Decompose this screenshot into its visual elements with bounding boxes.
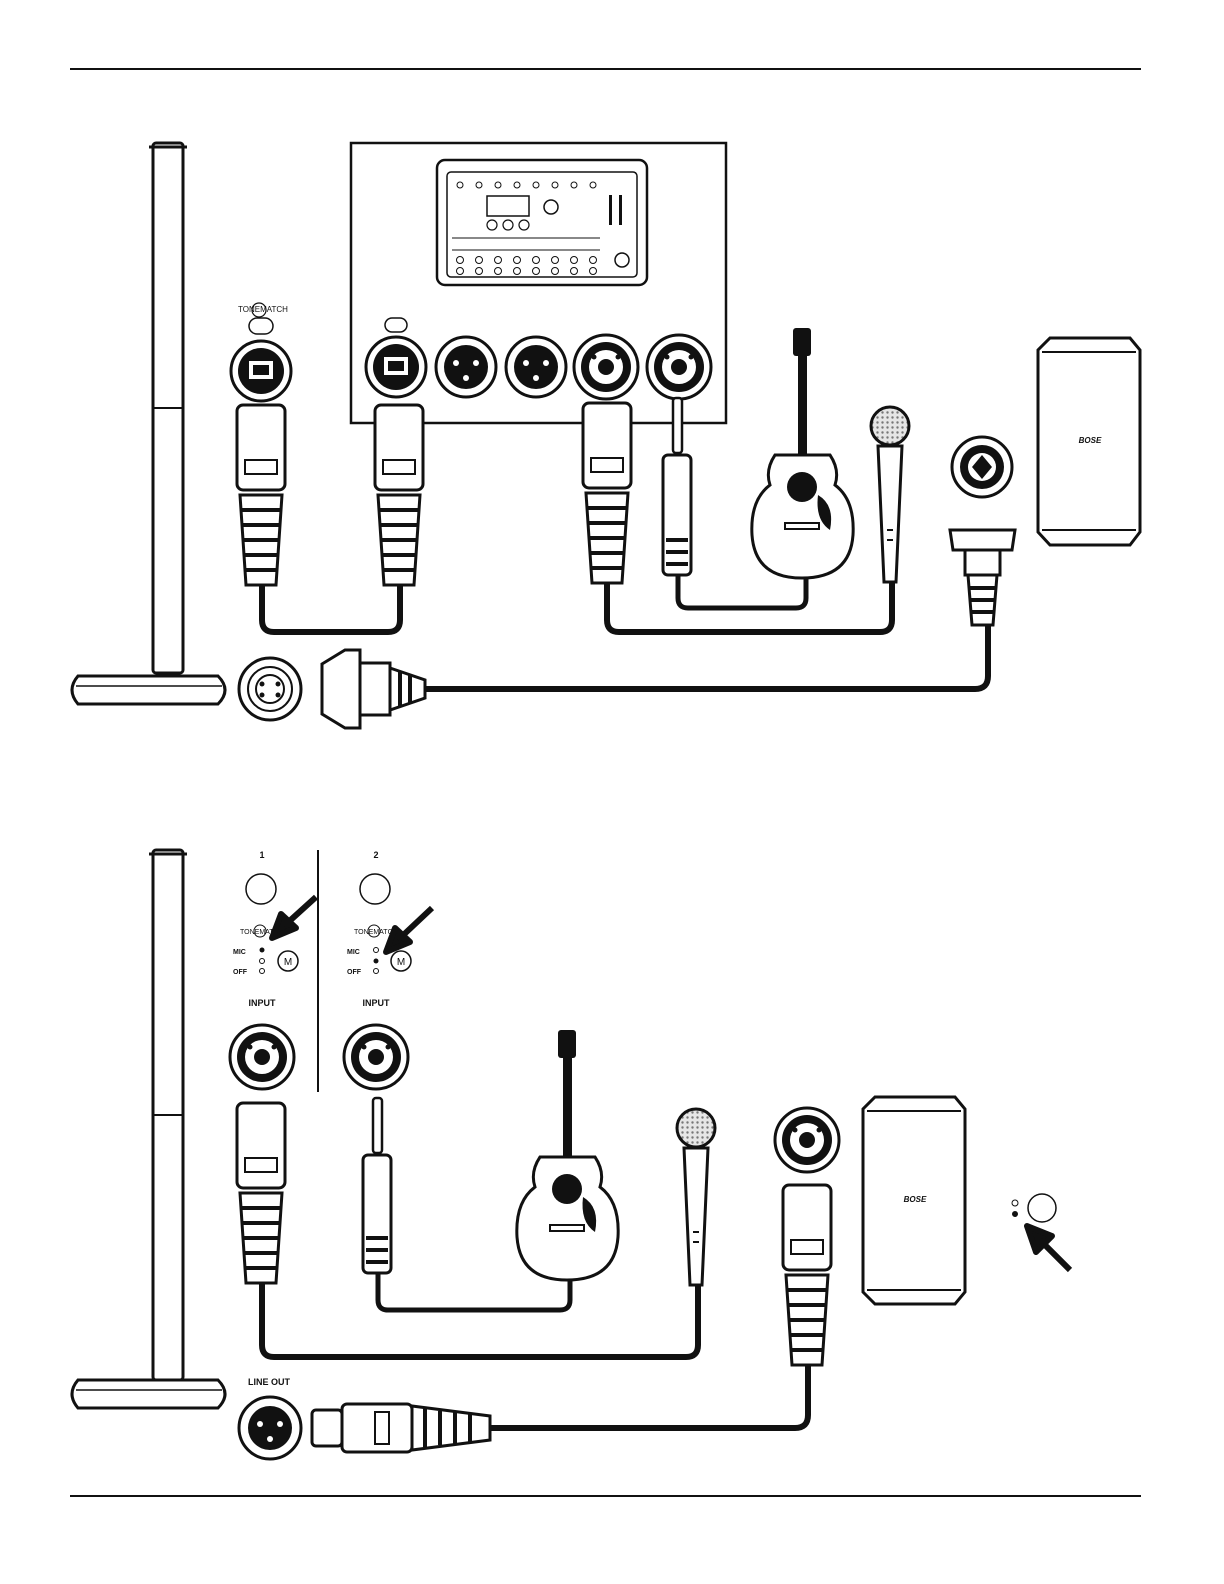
submatch-plug-speaker (322, 650, 425, 728)
ethernet-plug-speaker (237, 405, 285, 585)
xlr-plug-line-out (312, 1404, 490, 1452)
channel-2-tonematch-button[interactable]: M (391, 951, 411, 971)
submatch-port[interactable] (952, 437, 1012, 497)
channel-strip-1: 1 TONEMATCH MIC OFF M INPUT (230, 850, 316, 1089)
channel-2-combo-input[interactable] (344, 1025, 408, 1089)
ethercon-port-mixer[interactable] (366, 337, 426, 397)
channel-2-led-mid (374, 959, 379, 964)
sub-speaker: BOSE (1038, 338, 1140, 545)
line-out-label: LINE OUT (248, 1377, 291, 1387)
sub-arrow-icon (1027, 1226, 1070, 1270)
diagram-1: TONEMATCH (72, 143, 1140, 728)
line-out-port[interactable] (239, 1397, 301, 1459)
ethercon-port-speaker[interactable] (231, 341, 291, 401)
mic-cable-2 (262, 1283, 698, 1357)
t8s-mixer (437, 160, 647, 285)
channel-2-mic-label: MIC (347, 949, 360, 956)
column-speaker-2 (72, 850, 225, 1408)
channel-2-gain-knob[interactable] (360, 874, 390, 904)
microphone-1 (871, 407, 909, 582)
quarter-inch-plug-guitar-2 (363, 1098, 391, 1273)
channel-1-led-mic (260, 948, 265, 953)
tonematch-logo: TONEMATCH (238, 303, 288, 334)
channel-2-input-label: INPUT (363, 998, 391, 1008)
sub-combo-input[interactable] (775, 1108, 839, 1172)
svg-text:M: M (397, 957, 405, 968)
combo-input-1[interactable] (574, 335, 638, 399)
channel-1-led-mid (260, 959, 265, 964)
acoustic-guitar-1 (752, 328, 853, 578)
combo-input-2[interactable] (647, 335, 711, 399)
channel-1-input-label: INPUT (249, 998, 277, 1008)
channel-2-off-label: OFF (347, 969, 362, 976)
channel-1-led-off (260, 969, 265, 974)
xlr-plug-mic (583, 403, 631, 583)
mixer-panel (351, 143, 726, 423)
xlr-output-2[interactable] (506, 337, 566, 397)
submatch-plug-sub (950, 530, 1015, 625)
tonematch-text: TONEMATCH (238, 305, 288, 314)
channel-2-number: 2 (373, 850, 378, 860)
guitar-cable-2 (378, 1273, 570, 1310)
submatch-port-speaker-base[interactable] (239, 658, 301, 720)
sub-2-brand-logo: BOSE (904, 1195, 927, 1204)
microphone-2 (677, 1109, 715, 1285)
ethernet-plug-mixer (375, 405, 423, 585)
channel-1-arrow-icon (272, 897, 316, 938)
ethernet-cable (262, 585, 400, 632)
sub-brand-logo: BOSE (1079, 436, 1102, 445)
svg-text:M: M (284, 957, 292, 968)
sub-power-button[interactable] (1028, 1194, 1056, 1222)
channel-strip-2: 2 TONEMATCH MIC OFF M INPUT (344, 850, 432, 1089)
xlr-plug-sub (783, 1185, 831, 1365)
channel-2-arrow-icon (386, 908, 432, 952)
sub-speaker-2: BOSE (863, 1097, 965, 1304)
acoustic-guitar-2 (517, 1030, 618, 1280)
channel-1-gain-knob[interactable] (246, 874, 276, 904)
line-out-cable (490, 1365, 808, 1428)
guitar-cable-1 (678, 575, 806, 608)
xlr-output-1[interactable] (436, 337, 496, 397)
channel-1-tonematch-button[interactable]: M (278, 951, 298, 971)
quarter-inch-plug-guitar (663, 398, 691, 575)
channel-1-mic-label: MIC (233, 949, 246, 956)
diagram-2: 1 TONEMATCH MIC OFF M INPUT (72, 850, 1070, 1459)
channel-1-number: 1 (259, 850, 264, 860)
channel-1-combo-input[interactable] (230, 1025, 294, 1089)
sub-led-top (1012, 1200, 1018, 1206)
column-speaker-1 (72, 143, 225, 704)
channel-2-led-off (374, 969, 379, 974)
channel-1-off-label: OFF (233, 969, 248, 976)
channel-2-led-mic (374, 948, 379, 953)
xlr-plug-mic-2 (237, 1103, 285, 1283)
sub-led-bottom (1012, 1211, 1018, 1217)
